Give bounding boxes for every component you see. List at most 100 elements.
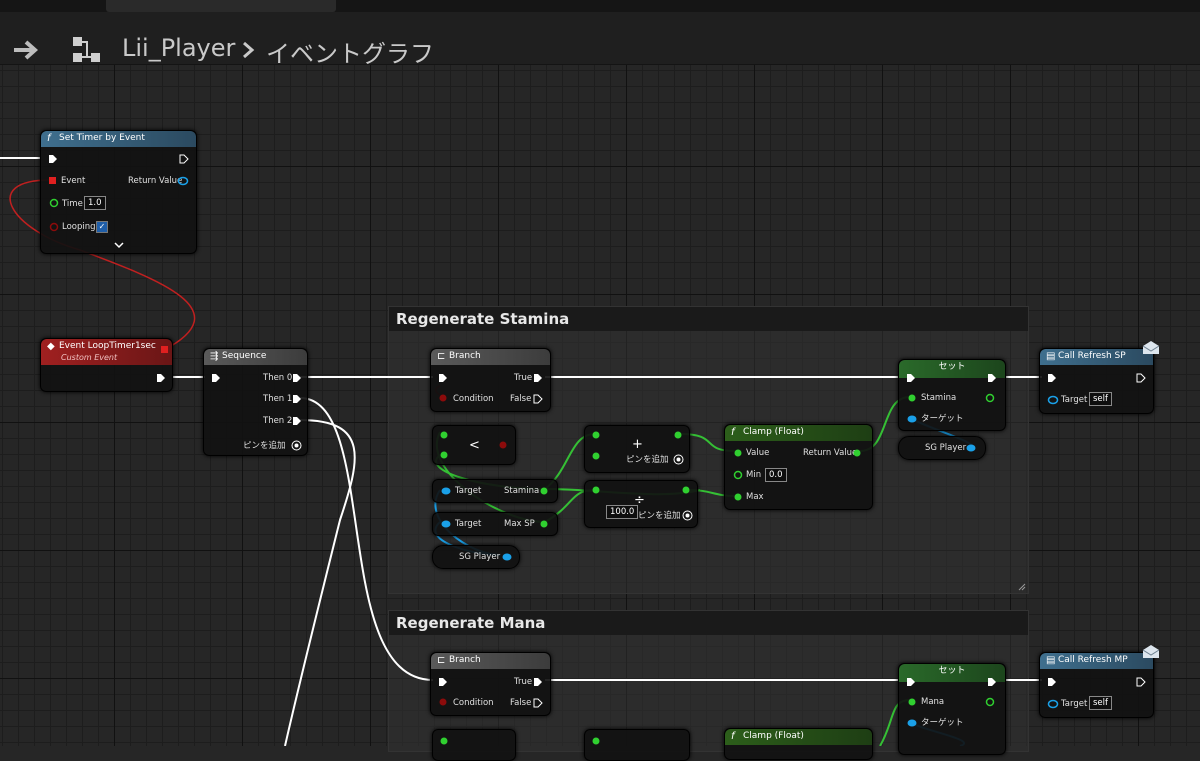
node-less-than[interactable]: <: [432, 425, 516, 465]
comment-title[interactable]: Regenerate Mana: [389, 611, 1028, 635]
float-in-pin[interactable]: [907, 393, 917, 403]
node-less-than[interactable]: [432, 729, 516, 761]
delegate-out-pin[interactable]: [161, 346, 169, 354]
exec-out-pin[interactable]: [533, 394, 543, 404]
pin-label: Then 2: [263, 416, 293, 426]
add-pin-icon[interactable]: [682, 510, 693, 521]
node-clamp-float[interactable]: f Clamp (Float): [724, 728, 873, 760]
object-in-pin[interactable]: [906, 414, 918, 424]
exec-out-pin[interactable]: [292, 416, 302, 426]
object-in-pin[interactable]: [440, 519, 452, 529]
node-add[interactable]: + ピンを追加: [584, 425, 690, 473]
bool-in-pin[interactable]: [439, 698, 447, 706]
float-in-pin[interactable]: [439, 430, 449, 440]
float-out-pin[interactable]: [539, 519, 549, 529]
float-out-pin[interactable]: [539, 486, 549, 496]
object-out-pin[interactable]: [501, 552, 513, 562]
float-out-pin[interactable]: [985, 697, 995, 707]
tab-strip: [0, 0, 1200, 12]
float-in-pin[interactable]: [591, 485, 601, 495]
float-in-pin[interactable]: [733, 492, 743, 502]
node-set-stamina[interactable]: セット Stamina ターゲット: [898, 359, 1006, 431]
comment-title[interactable]: Regenerate Stamina: [389, 307, 1028, 331]
exec-out-pin[interactable]: [1136, 677, 1146, 687]
exec-out-pin[interactable]: [292, 394, 302, 404]
node-sequence[interactable]: ⇶ Sequence Then 0 Then 1 Then 2 ピンを追加: [203, 348, 308, 456]
function-icon: f: [731, 427, 735, 438]
float-out-pin[interactable]: [852, 448, 862, 458]
node-custom-event[interactable]: ◆ Event LoopTimer1sec Custom Event: [40, 338, 173, 392]
exec-in-pin[interactable]: [1047, 677, 1057, 687]
time-input[interactable]: 1.0: [84, 196, 106, 210]
float-in-pin[interactable]: [439, 736, 449, 746]
exec-in-pin[interactable]: [906, 373, 916, 383]
node-branch-stamina[interactable]: ⊏ Branch True Condition False: [430, 348, 551, 412]
object-out-pin[interactable]: [965, 443, 977, 453]
node-set-mana[interactable]: セット Mana ターゲット: [898, 663, 1006, 755]
delegate-pin[interactable]: [49, 177, 57, 185]
exec-out-pin[interactable]: [292, 373, 302, 383]
add-pin-icon[interactable]: [673, 454, 684, 465]
breadcrumb-graph[interactable]: イベントグラフ: [266, 40, 434, 68]
looping-checkbox[interactable]: ✓: [96, 221, 108, 233]
node-call-refresh-sp[interactable]: ▤ Call Refresh SP Target self: [1039, 341, 1160, 414]
float-in-pin[interactable]: [439, 450, 449, 460]
node-call-refresh-mp[interactable]: ▤ Call Refresh MP Target self: [1039, 645, 1160, 718]
node-branch-mana[interactable]: ⊏ Branch True Condition False: [430, 652, 551, 716]
exec-in-pin[interactable]: [438, 677, 448, 687]
exec-in-pin[interactable]: [48, 154, 58, 164]
graph-tab[interactable]: [106, 0, 336, 12]
node-add[interactable]: [584, 729, 690, 761]
node-sg-player-variable[interactable]: SG Player: [432, 545, 520, 569]
bool-out-pin[interactable]: [498, 440, 508, 450]
exec-out-pin[interactable]: [156, 373, 166, 383]
object-in-pin[interactable]: [906, 718, 918, 728]
exec-out-pin[interactable]: [533, 373, 543, 383]
exec-in-pin[interactable]: [1047, 373, 1057, 383]
float-out-pin[interactable]: [681, 485, 691, 495]
chevron-down-icon[interactable]: [114, 241, 124, 249]
exec-out-pin[interactable]: [179, 154, 189, 164]
exec-in-pin[interactable]: [906, 677, 916, 687]
exec-out-pin[interactable]: [987, 677, 997, 687]
resize-grip-icon[interactable]: [1018, 583, 1026, 591]
float-in-pin[interactable]: [591, 430, 601, 440]
bool-in-pin[interactable]: [439, 394, 447, 402]
exec-in-pin[interactable]: [211, 373, 221, 383]
float-out-pin[interactable]: [985, 393, 995, 403]
float-out-pin[interactable]: [673, 430, 683, 440]
node-sg-player-variable[interactable]: SG Player: [898, 436, 986, 460]
divisor-input[interactable]: 100.0: [606, 505, 639, 519]
exec-in-pin[interactable]: [438, 373, 448, 383]
add-pin-label[interactable]: ピンを追加: [243, 441, 286, 451]
float-in-pin[interactable]: [733, 448, 743, 458]
float-in-pin[interactable]: [591, 451, 601, 461]
exec-out-pin[interactable]: [533, 677, 543, 687]
node-divide[interactable]: ÷ 100.0 ピンを追加: [584, 480, 698, 528]
breadcrumb-blueprint[interactable]: Lii_Player: [122, 34, 236, 62]
node-get-max-sp[interactable]: Target Max SP: [432, 512, 558, 536]
exec-out-pin[interactable]: [1136, 373, 1146, 383]
object-in-pin[interactable]: [440, 486, 452, 496]
object-in-pin[interactable]: [1047, 699, 1059, 709]
bool-in-pin[interactable]: [49, 222, 59, 232]
node-set-timer-by-event[interactable]: f Set Timer by Event Event Return Value …: [40, 130, 197, 254]
exec-out-pin[interactable]: [533, 698, 543, 708]
target-input[interactable]: self: [1089, 392, 1113, 406]
float-in-pin[interactable]: [733, 470, 743, 480]
float-in-pin[interactable]: [49, 198, 59, 208]
object-in-pin[interactable]: [1047, 395, 1059, 405]
float-in-pin[interactable]: [907, 697, 917, 707]
arrow-right-icon[interactable]: [12, 38, 42, 62]
node-get-stamina[interactable]: Target Stamina: [432, 479, 558, 503]
target-input[interactable]: self: [1089, 696, 1113, 710]
node-clamp-float[interactable]: f Clamp (Float) Value Return Value Min 0…: [724, 424, 873, 510]
min-input[interactable]: 0.0: [765, 468, 787, 482]
add-pin-label[interactable]: ピンを追加: [638, 511, 681, 521]
pin-label: Event: [61, 176, 86, 186]
exec-out-pin[interactable]: [987, 373, 997, 383]
float-in-pin[interactable]: [591, 736, 601, 746]
object-out-pin[interactable]: [177, 176, 189, 186]
add-pin-icon[interactable]: [291, 440, 302, 451]
add-pin-label[interactable]: ピンを追加: [626, 455, 669, 465]
